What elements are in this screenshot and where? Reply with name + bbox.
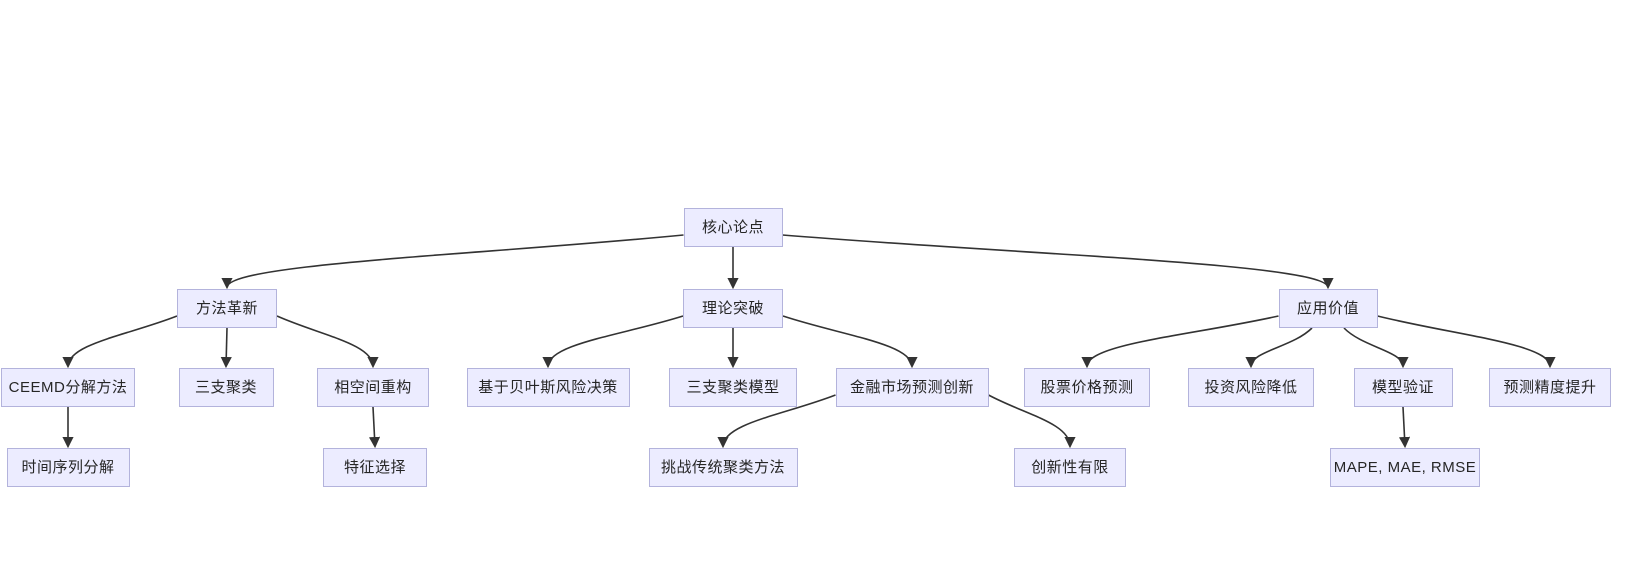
node-ceemd: CEEMD分解方法 <box>1 368 135 407</box>
node-label: 方法革新 <box>195 300 258 317</box>
node-label: 金融市场预测创新 <box>849 379 974 396</box>
node-label: 创新性有限 <box>1031 459 1109 476</box>
edge-mval-mape <box>1398 406 1411 449</box>
node-label: 三支聚类模型 <box>686 379 780 396</box>
edge-value-mval <box>1343 327 1409 369</box>
edge-method-ceemd <box>62 315 178 369</box>
node-label: 理论突破 <box>701 300 764 317</box>
node-cluster3: 三支聚类 <box>178 368 274 407</box>
node-label: CEEMD分解方法 <box>8 379 128 396</box>
edge-method-phase <box>276 315 379 369</box>
node-theory: 理论突破 <box>683 289 783 328</box>
edge-value-stock <box>1081 315 1279 369</box>
node-label: 模型验证 <box>1371 379 1434 396</box>
node-value: 应用价值 <box>1278 289 1378 328</box>
node-label: 特征选择 <box>343 459 406 476</box>
node-label: 挑战传统聚类方法 <box>660 459 785 476</box>
node-label: 投资风险降低 <box>1204 379 1298 396</box>
edge-theory-fin <box>782 315 918 369</box>
node-limited: 创新性有限 <box>1014 448 1126 487</box>
edge-core-value <box>782 234 1334 290</box>
node-phase: 相空间重构 <box>317 368 429 407</box>
node-label: 三支聚类 <box>194 379 257 396</box>
edge-value-prec <box>1377 315 1556 369</box>
node-label: 基于贝叶斯风险决策 <box>478 379 618 396</box>
node-label: 相空间重构 <box>334 379 412 396</box>
node-mval: 模型验证 <box>1353 368 1453 407</box>
edge-value-risk <box>1245 327 1313 369</box>
node-chall: 挑战传统聚类方法 <box>648 448 798 487</box>
node-feat: 特征选择 <box>323 448 427 487</box>
node-risk: 投资风险降低 <box>1188 368 1314 407</box>
node-bayes: 基于贝叶斯风险决策 <box>466 368 630 407</box>
node-label: MAPE, MAE, RMSE <box>1333 459 1477 476</box>
node-tsd: 时间序列分解 <box>6 448 130 487</box>
node-model3: 三支聚类模型 <box>669 368 797 407</box>
node-stock: 股票价格预测 <box>1024 368 1150 407</box>
node-label: 预测精度提升 <box>1503 379 1597 396</box>
node-label: 股票价格预测 <box>1040 379 1134 396</box>
edge-core-method <box>221 234 684 290</box>
node-label: 时间序列分解 <box>21 459 115 476</box>
node-label: 应用价值 <box>1296 300 1359 317</box>
node-method: 方法革新 <box>177 289 277 328</box>
edge-method-cluster3 <box>220 327 232 369</box>
edge-phase-feat <box>368 406 381 449</box>
node-core: 核心论点 <box>683 208 783 247</box>
node-mape: MAPE, MAE, RMSE <box>1330 448 1480 487</box>
node-fin: 金融市场预测创新 <box>835 368 989 407</box>
node-prec: 预测精度提升 <box>1489 368 1611 407</box>
node-label: 核心论点 <box>701 219 764 236</box>
edge-theory-bayes <box>542 315 684 369</box>
